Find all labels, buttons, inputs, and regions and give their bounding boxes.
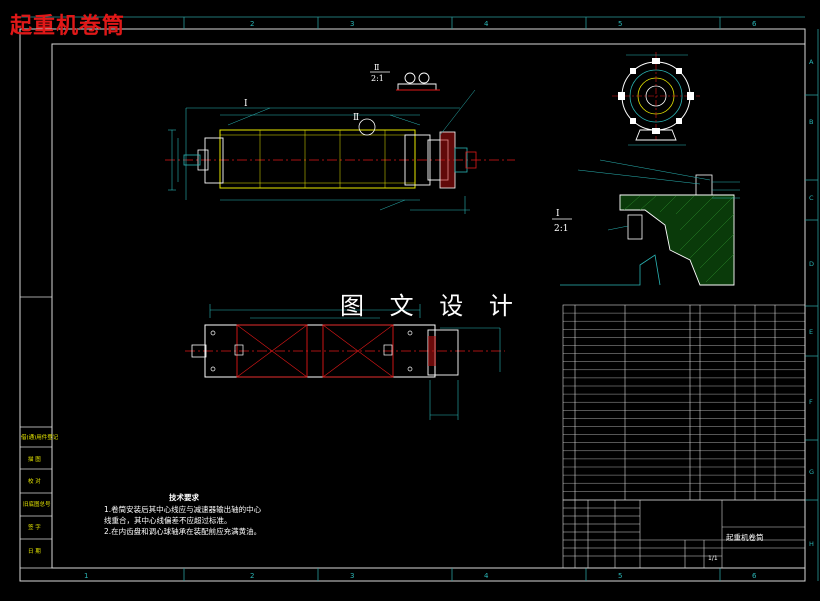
detail-1-view: Ⅰ 2:1	[552, 159, 740, 286]
plan-view	[185, 304, 505, 420]
row-label-f: F	[809, 398, 813, 406]
column-labels: 1 2 3 4 5 6 1 2 3 4 5 6	[84, 20, 757, 580]
left-label-date: 日 期	[28, 548, 41, 555]
parts-list-rows	[563, 312, 805, 492]
row-labels: A B C D E F G H	[809, 58, 814, 548]
row-label-b: B	[809, 118, 813, 126]
title-block	[562, 499, 806, 569]
left-label-register: 借(通)用件登记	[21, 433, 59, 441]
title-block-sheet: 1/1	[708, 555, 718, 562]
row-label-c: C	[809, 194, 814, 202]
detail-1-marker: Ⅰ	[244, 99, 248, 109]
row-label-a: A	[809, 58, 814, 66]
row-label-g: G	[809, 468, 814, 476]
col-label-bottom-1: 1	[84, 572, 88, 580]
left-label-sign: 签 字	[28, 523, 41, 531]
detail-2-marker: Ⅱ	[353, 113, 359, 123]
col-label-6: 6	[752, 20, 757, 28]
detail-2-view: Ⅱ 2:1	[370, 63, 440, 91]
left-block-text: 借(通)用件登记 描 图 校 对 旧底图总号 签 字 日 期	[21, 433, 59, 555]
col-label-bottom-4: 4	[484, 572, 489, 580]
tech-item-1: 1.卷筒安装后其中心线应与减速器输出轴的中心线重合，其中心线偏差不应超过标准。	[104, 505, 262, 525]
parts-list-table	[562, 304, 806, 501]
left-label-check: 校 对	[28, 477, 41, 485]
col-label-bottom-5: 5	[618, 572, 622, 580]
row-label-h: H	[809, 540, 814, 548]
row-label-e: E	[809, 328, 813, 336]
col-label-2: 2	[250, 20, 254, 28]
detail-2-label: Ⅱ	[374, 63, 379, 72]
tech-item-2: 2.在内齿盘和调心球轴承在装配前应充满黄油。	[104, 527, 262, 536]
main-section-view: Ⅰ Ⅱ	[165, 89, 515, 214]
left-registration-block	[19, 296, 53, 569]
col-label-bottom-3: 3	[350, 572, 354, 580]
technical-requirements: 技术要求 1.卷筒安装后其中心线应与减速器输出轴的中心线重合，其中心线偏差不应超…	[104, 492, 264, 537]
col-label-bottom-2: 2	[250, 572, 254, 580]
detail-1-scale: 2:1	[554, 224, 568, 234]
detail-2-scale: 2:1	[371, 74, 384, 83]
col-label-1: 1	[84, 20, 88, 28]
center-title: 图 文 设 计	[340, 292, 522, 320]
left-label-trace: 描 图	[28, 455, 41, 463]
col-label-5: 5	[618, 20, 622, 28]
left-label-old-number: 旧底图总号	[23, 500, 51, 508]
row-label-d: D	[809, 260, 814, 268]
col-label-bottom-6: 6	[752, 572, 757, 580]
tech-heading: 技术要求	[169, 493, 199, 502]
col-label-4: 4	[484, 20, 489, 28]
col-label-3: 3	[350, 20, 354, 28]
watermark-title: 起重机卷筒	[10, 13, 126, 39]
detail-1-label: Ⅰ	[556, 209, 560, 219]
title-block-name: 起重机卷筒	[726, 533, 764, 542]
column-dividers	[20, 16, 819, 581]
end-view	[612, 52, 700, 146]
